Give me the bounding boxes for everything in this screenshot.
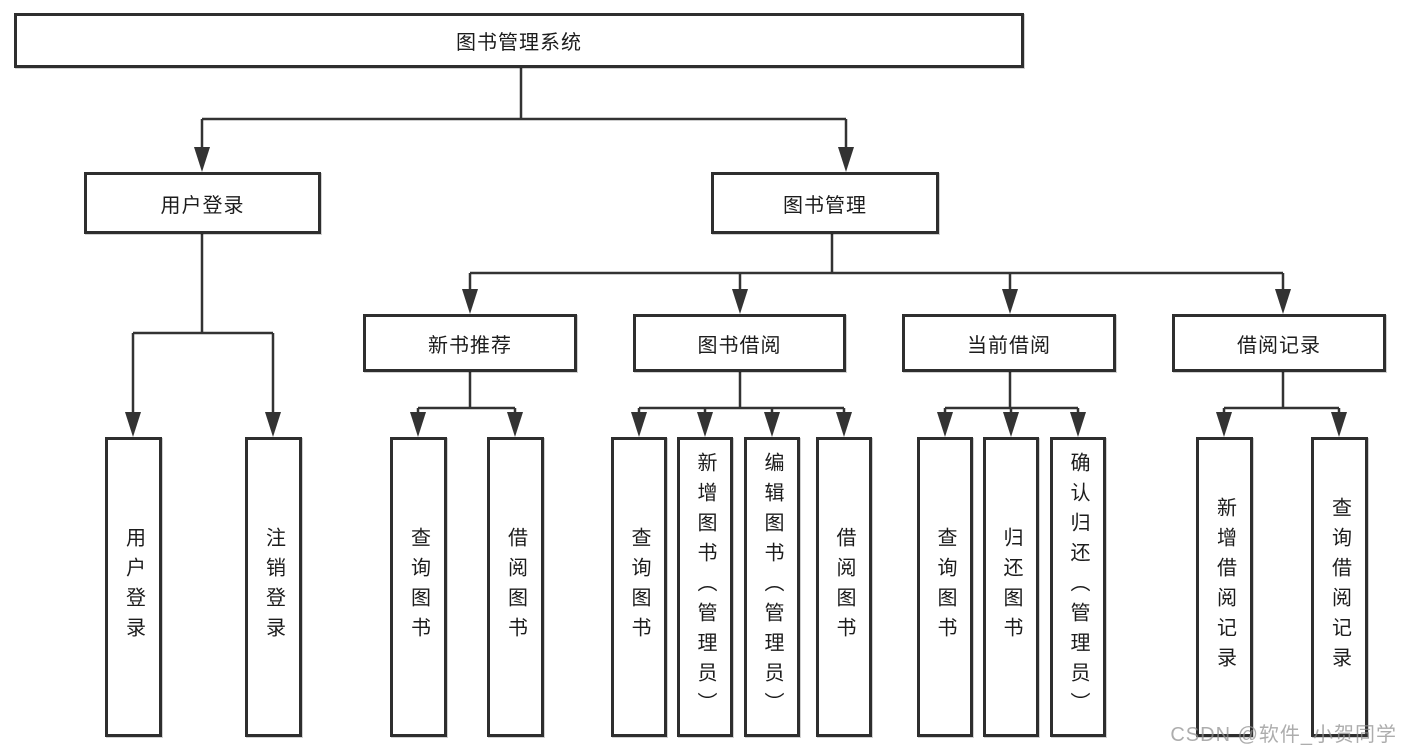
leaf-add-book-admin: 新增图书（管理员）: [677, 437, 733, 737]
leaf-query-borrow-record: 查询借阅记录: [1311, 437, 1368, 737]
leaf-borrow-books-recommend: 借阅图书: [487, 437, 544, 737]
leaf-user-login: 用户登录: [105, 437, 162, 737]
node-book-borrow: 图书借阅: [633, 314, 846, 372]
leaf-logout-login: 注销登录: [245, 437, 302, 737]
leaf-query-books-current: 查询图书: [917, 437, 973, 737]
node-user-login: 用户登录: [84, 172, 321, 234]
node-current-borrow: 当前借阅: [902, 314, 1116, 372]
node-book-management: 图书管理: [711, 172, 939, 234]
leaf-edit-book-admin: 编辑图书（管理员）: [744, 437, 800, 737]
leaf-return-book: 归还图书: [983, 437, 1039, 737]
node-borrow-records: 借阅记录: [1172, 314, 1386, 372]
node-library-system: 图书管理系统: [14, 13, 1024, 68]
leaf-confirm-return-admin: 确认归还（管理员）: [1050, 437, 1106, 737]
node-new-book-recommend: 新书推荐: [363, 314, 577, 372]
leaf-add-borrow-record: 新增借阅记录: [1196, 437, 1253, 737]
leaf-query-books-recommend: 查询图书: [390, 437, 447, 737]
csdn-watermark: CSDN @软件_小贺同学: [1170, 724, 1397, 746]
leaf-borrow-books-borrow: 借阅图书: [816, 437, 872, 737]
leaf-query-books-borrow: 查询图书: [611, 437, 667, 737]
